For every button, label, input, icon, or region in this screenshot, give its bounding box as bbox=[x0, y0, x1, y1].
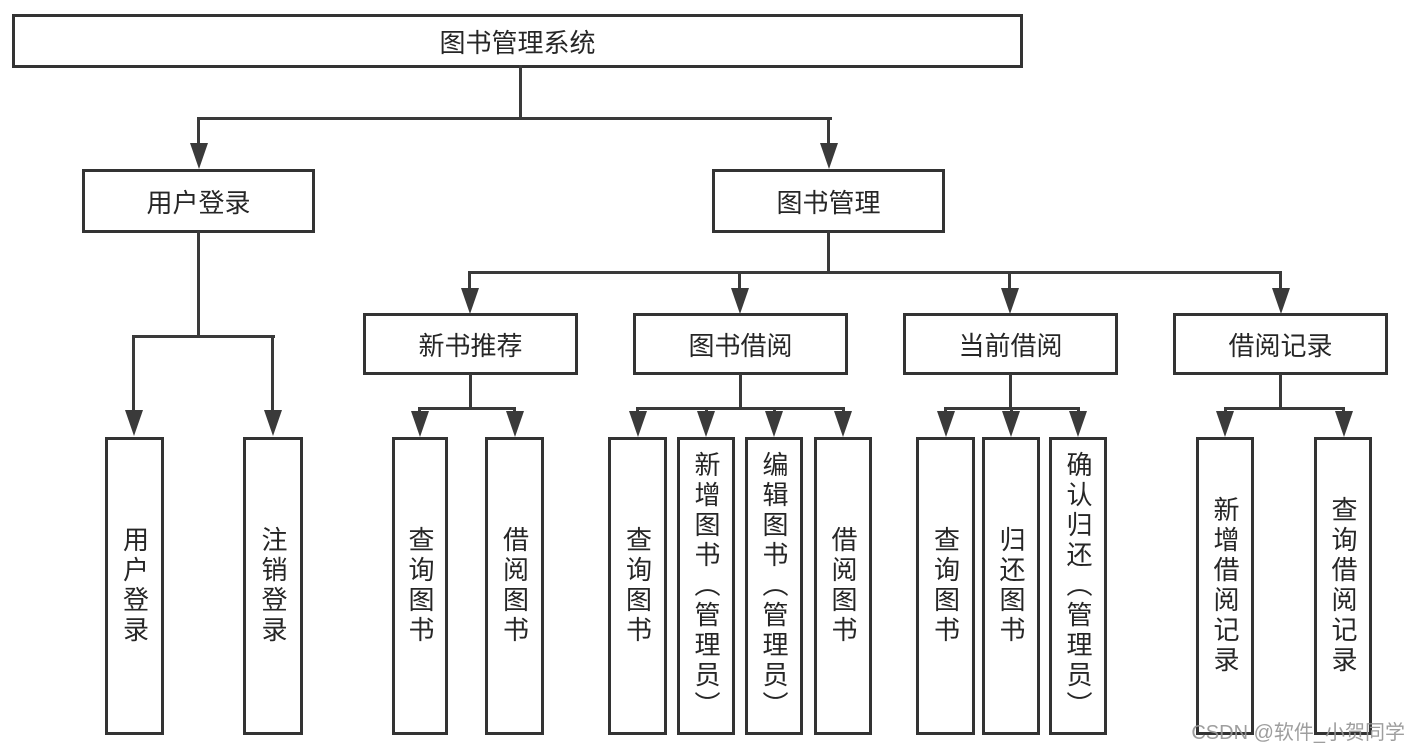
connector-root-stem bbox=[519, 65, 522, 119]
arrowhead-leaf-add-record bbox=[1216, 411, 1234, 437]
arrowhead-user-login bbox=[190, 143, 208, 169]
leaf-query-books-current: 查询图书 bbox=[916, 437, 975, 735]
connector-user-login-split bbox=[132, 335, 275, 338]
arrowhead-leaf-query-record bbox=[1335, 411, 1353, 437]
leaf-query-books-recommend: 查询图书 bbox=[392, 437, 448, 735]
leaf-confirm-return-admin: 确认归还（管理员） bbox=[1049, 437, 1107, 735]
connector-new-book-recommend-stem bbox=[469, 374, 472, 409]
leaf-confirm-return-admin-label: 确认归还（管理员） bbox=[1063, 451, 1093, 721]
connector-root-split bbox=[197, 117, 832, 120]
connector-book-management-stem bbox=[827, 231, 830, 273]
arrowhead-leaf-query-current bbox=[937, 411, 955, 437]
node-borrowing-records-label: 借阅记录 bbox=[1228, 330, 1333, 361]
node-current-borrowing: 当前借阅 bbox=[903, 313, 1118, 375]
node-book-management-label: 图书管理 bbox=[776, 187, 881, 218]
connector-current-borrowing-drop bbox=[1008, 271, 1011, 291]
leaf-user-login: 用户登录 bbox=[105, 437, 164, 735]
node-library-system-label: 图书管理系统 bbox=[439, 27, 596, 58]
leaf-borrow-books-borrowing-label: 借阅图书 bbox=[828, 526, 858, 646]
connector-book-management-split bbox=[468, 271, 1282, 274]
node-user-login-branch: 用户登录 bbox=[82, 169, 315, 233]
node-book-borrowing: 图书借阅 bbox=[633, 313, 848, 375]
arrowhead-leaf-query-borrowing bbox=[629, 411, 647, 437]
node-new-book-recommend: 新书推荐 bbox=[363, 313, 578, 375]
node-borrowing-records: 借阅记录 bbox=[1173, 313, 1388, 375]
arrowhead-leaf-login bbox=[125, 410, 143, 436]
leaf-query-books-recommend-label: 查询图书 bbox=[405, 526, 435, 646]
csdn-watermark: CSDN @软件_小贺同学 bbox=[1191, 722, 1405, 744]
arrowhead-new-book-recommend bbox=[461, 288, 479, 314]
connector-new-book-recommend-split bbox=[418, 407, 516, 410]
connector-borrowing-records-split bbox=[1224, 407, 1345, 410]
leaf-add-books-admin: 新增图书（管理员） bbox=[677, 437, 735, 735]
connector-book-management-drop bbox=[827, 117, 830, 145]
arrowhead-leaf-logout bbox=[264, 410, 282, 436]
leaf-edit-books-admin: 编辑图书（管理员） bbox=[745, 437, 803, 735]
connector-new-book-recommend-drop bbox=[468, 271, 471, 291]
leaf-query-books-borrowing: 查询图书 bbox=[608, 437, 667, 735]
arrowhead-leaf-confirm-return bbox=[1069, 411, 1087, 437]
arrowhead-leaf-edit-books bbox=[765, 411, 783, 437]
leaf-return-books-label: 归还图书 bbox=[996, 526, 1026, 646]
leaf-add-borrow-record: 新增借阅记录 bbox=[1196, 437, 1254, 735]
leaf-add-borrow-record-label: 新增借阅记录 bbox=[1210, 496, 1240, 676]
leaf-logout-label: 注销登录 bbox=[258, 526, 288, 646]
leaf-user-login-label: 用户登录 bbox=[119, 526, 150, 646]
arrowhead-borrowing-records bbox=[1272, 288, 1290, 314]
leaf-borrow-books-recommend: 借阅图书 bbox=[485, 437, 544, 735]
node-current-borrowing-label: 当前借阅 bbox=[958, 330, 1063, 361]
leaf-borrow-books-recommend-label: 借阅图书 bbox=[499, 526, 530, 646]
leaf-query-borrow-record: 查询借阅记录 bbox=[1314, 437, 1372, 735]
leaf-add-books-admin-label: 新增图书（管理员） bbox=[691, 451, 721, 721]
leaf-borrow-books-borrowing: 借阅图书 bbox=[814, 437, 872, 735]
connector-current-borrowing-stem bbox=[1009, 374, 1012, 409]
arrowhead-current-borrowing bbox=[1001, 288, 1019, 314]
connector-borrowing-records-drop bbox=[1279, 271, 1282, 291]
arrowhead-leaf-add-books bbox=[697, 411, 715, 437]
node-new-book-recommend-label: 新书推荐 bbox=[418, 330, 523, 361]
node-user-login-branch-label: 用户登录 bbox=[146, 187, 251, 218]
connector-user-login-stem bbox=[197, 231, 200, 337]
leaf-edit-books-admin-label: 编辑图书（管理员） bbox=[759, 451, 789, 721]
connector-book-borrowing-stem bbox=[739, 374, 742, 409]
arrowhead-leaf-query-recommend bbox=[411, 411, 429, 437]
connector-book-borrowing-split bbox=[636, 407, 844, 410]
leaf-query-books-borrowing-label: 查询图书 bbox=[622, 526, 653, 646]
connector-leaf-login-drop bbox=[132, 335, 135, 412]
arrowhead-leaf-borrow-borrowing bbox=[834, 411, 852, 437]
leaf-query-books-current-label: 查询图书 bbox=[930, 526, 961, 646]
leaf-return-books: 归还图书 bbox=[982, 437, 1040, 735]
arrowhead-book-borrowing bbox=[731, 288, 749, 314]
leaf-query-borrow-record-label: 查询借阅记录 bbox=[1328, 496, 1358, 676]
connector-user-login-drop bbox=[197, 117, 200, 145]
arrowhead-book-management bbox=[820, 143, 838, 169]
node-book-management: 图书管理 bbox=[712, 169, 945, 233]
arrowhead-leaf-return-books bbox=[1002, 411, 1020, 437]
connector-book-borrowing-drop bbox=[738, 271, 741, 291]
leaf-logout: 注销登录 bbox=[243, 437, 303, 735]
node-book-borrowing-label: 图书借阅 bbox=[688, 330, 793, 361]
arrowhead-leaf-borrow-recommend bbox=[506, 411, 524, 437]
connector-borrowing-records-stem bbox=[1279, 374, 1282, 409]
node-library-system: 图书管理系统 bbox=[12, 14, 1023, 68]
connector-leaf-logout-drop bbox=[271, 335, 274, 412]
